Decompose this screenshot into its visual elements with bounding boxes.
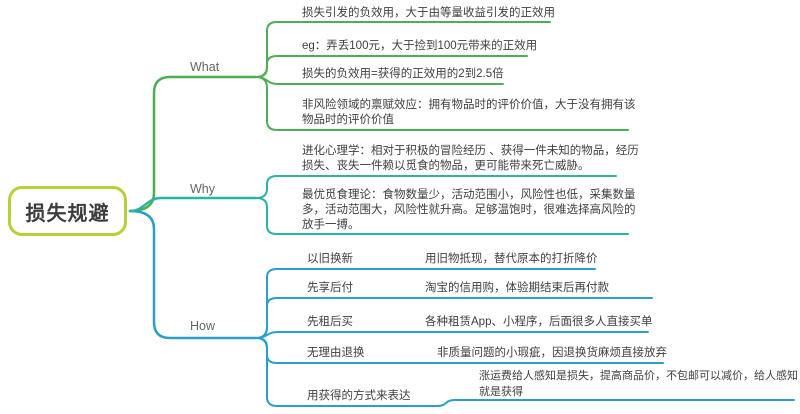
how-detail-5[interactable]: 涨运费给人感知是损失，提高商品价，不包邮可以减价，给人感知就是获得	[479, 370, 798, 398]
what-child-1[interactable]: 损失引发的负效用，大于由等量收益引发的正效用	[302, 7, 555, 19]
how-row3-line	[255, 331, 649, 339]
what-trunk-line	[128, 75, 258, 213]
how-detail-3[interactable]: 各种租赁App、小程序，后面很多人直接买单	[425, 316, 653, 328]
how-keyword-1[interactable]: 以旧换新	[307, 253, 353, 265]
what-child-4[interactable]: 非风险领域的禀赋效应：拥有物品时的评价价值，大于没有拥有该物品时的评价价值	[302, 99, 636, 126]
how-detail-2[interactable]: 淘宝的信用购，体验期结束后再付款	[425, 282, 609, 294]
what-branch-lines	[128, 21, 629, 213]
how-branch-lines	[128, 209, 795, 407]
how-keyword-5[interactable]: 用获得的方式来表达	[307, 390, 411, 402]
how-keyword-2[interactable]: 先享后付	[307, 282, 353, 294]
what-child2-line	[255, 55, 528, 78]
branch-why[interactable]: Why	[190, 182, 215, 196]
why-child-1[interactable]: 进化心理学：相对于积极的冒险经历 、获得一件未知的物品，经历损失、丧失一件赖以觅…	[302, 145, 639, 172]
how-keyword-4[interactable]: 无理由退换	[307, 347, 365, 359]
how-row5-detail-line	[436, 399, 795, 407]
what-child4-line	[255, 76, 629, 131]
how-row5-line	[255, 337, 438, 407]
how-detail-4[interactable]: 非质量问题的小瑕疵，因退换货麻烦直接放弃	[437, 347, 667, 359]
how-trunk-line	[128, 209, 258, 340]
why-trunk-line	[128, 196, 258, 213]
why-child1-line	[255, 175, 617, 199]
why-child-2[interactable]: 最优觅食理论：食物数量少，活动范围小，风险性也低，采集数量多，活动范围大，风险性…	[302, 189, 636, 231]
root-node[interactable]: 损失规避	[8, 186, 127, 236]
how-detail-1[interactable]: 用旧物抵现，替代原本的打折降价	[425, 253, 598, 265]
why-child2-line	[255, 197, 629, 235]
branch-how[interactable]: How	[190, 319, 216, 333]
what-child-2[interactable]: eg：弄丢100元，大于捡到100元带来的正效用	[302, 40, 538, 52]
why-branch-lines	[128, 175, 629, 235]
what-child-3[interactable]: 损失的负效用=获得的正效用的2到2.5倍	[302, 68, 504, 80]
how-keyword-3[interactable]: 先租后买	[307, 316, 353, 328]
branch-what[interactable]: What	[190, 60, 220, 74]
